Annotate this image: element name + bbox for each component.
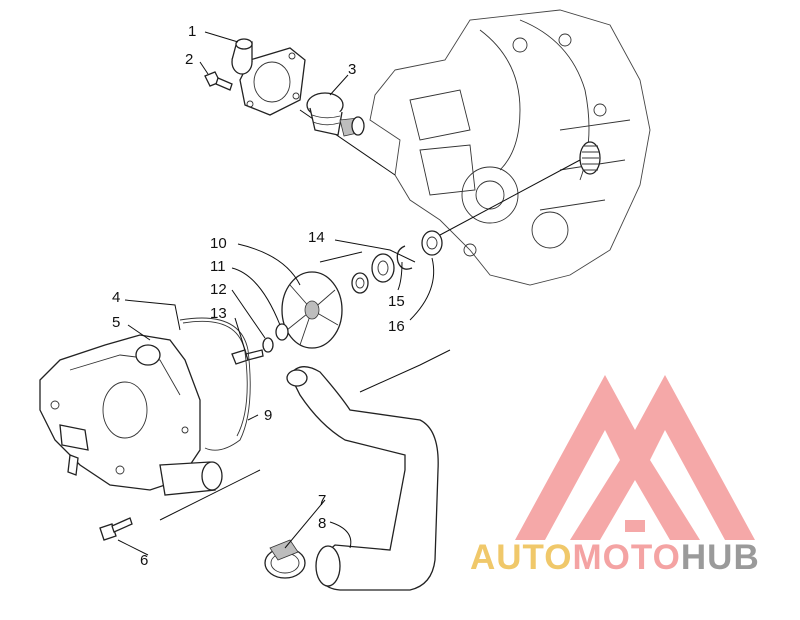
callout-5: 5 (112, 314, 120, 331)
thermostat-housing (231, 38, 306, 116)
pump-outlet (159, 461, 223, 496)
callout-9: 9 (264, 407, 272, 424)
callout-2: 2 (185, 51, 193, 68)
water-pump-housing (39, 334, 201, 491)
callout-7: 7 (318, 492, 326, 509)
callout-15: 15 (388, 293, 405, 310)
callout-16: 16 (388, 318, 405, 335)
watermark-logo (515, 375, 755, 540)
callout-1: 1 (188, 23, 196, 40)
bolt-6 (99, 517, 133, 541)
callout-11: 11 (210, 258, 226, 275)
impeller (281, 271, 343, 349)
thermostat (306, 92, 365, 137)
watermark-auto: AUTO (470, 538, 573, 577)
callout-14: 14 (308, 229, 325, 246)
callout-labels: 1 2 3 4 5 6 7 8 9 10 11 12 13 14 15 16 (112, 23, 405, 569)
bolt-2 (204, 71, 233, 91)
callout-8: 8 (318, 515, 326, 532)
callout-13: 13 (210, 305, 227, 322)
callout-6: 6 (140, 552, 148, 569)
hose (286, 366, 439, 591)
watermark-moto: MOTO (572, 538, 681, 577)
hose-clamp (264, 539, 306, 579)
callout-4: 4 (112, 289, 120, 306)
washers-bolt (231, 323, 289, 365)
engine-block (369, 9, 651, 286)
callout-12: 12 (210, 281, 227, 298)
callout-3: 3 (348, 61, 356, 78)
callout-10: 10 (210, 235, 227, 252)
seal-assembly (351, 230, 443, 294)
leader-lines (117, 31, 435, 556)
watermark-hub: HUB (680, 538, 760, 577)
gasket (179, 317, 251, 451)
watermark-text: AUTOMOTOHUB (470, 538, 800, 578)
